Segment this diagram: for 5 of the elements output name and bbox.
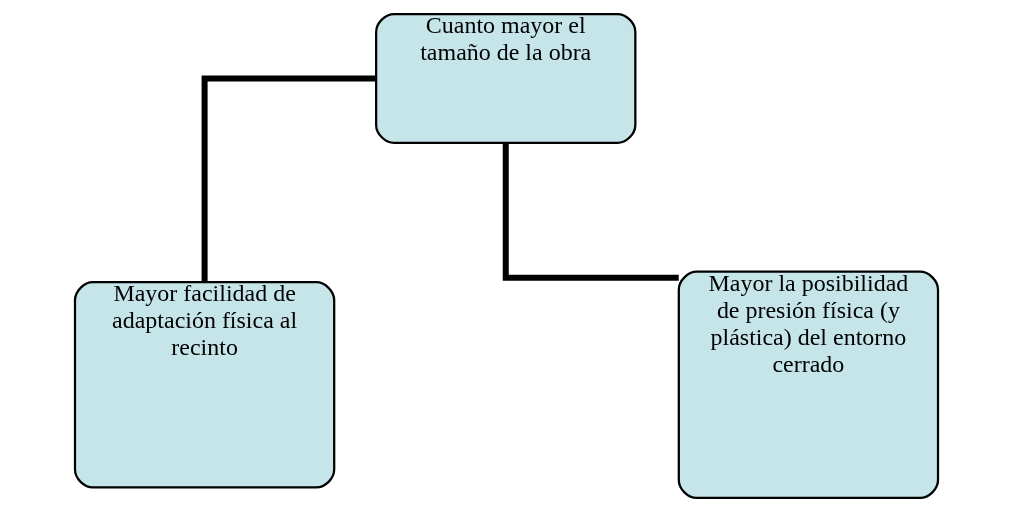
- connector: [502, 143, 679, 281]
- node-box: Cuanto mayor el tamaño de la obra: [374, 12, 636, 144]
- node-box: Mayor facilidad de adaptación física al recinto: [73, 281, 335, 489]
- node-box: Mayor la posibilidad de presión física (y plástica) del entorno cerrado: [677, 270, 939, 500]
- connector: [201, 75, 376, 282]
